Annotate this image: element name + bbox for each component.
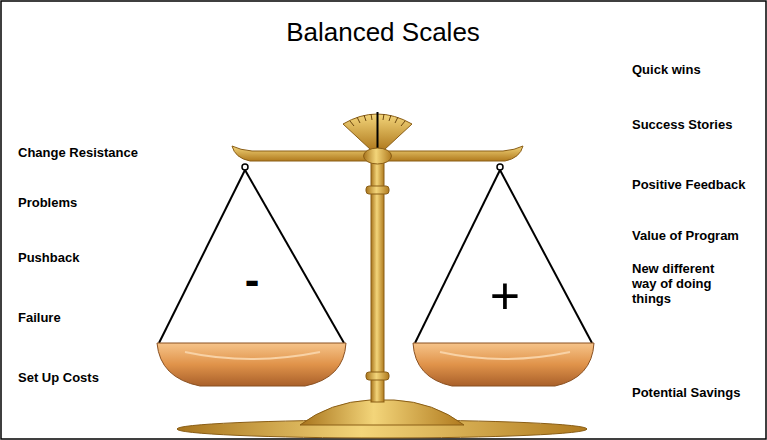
- side-label: Problems: [18, 196, 77, 211]
- pole-collar: [366, 372, 389, 380]
- pan-sign: -: [245, 258, 260, 302]
- side-label: Change Resistance: [18, 146, 138, 161]
- pan-sign: +: [490, 270, 520, 322]
- side-label: Set Up Costs: [18, 371, 99, 386]
- base-dome: [300, 400, 464, 425]
- title: Balanced Scales: [286, 18, 480, 48]
- needle: [377, 112, 379, 150]
- pan-strings: [159, 170, 592, 343]
- side-label: Positive Feedback: [632, 178, 745, 193]
- side-label: Potential Savings: [632, 386, 740, 401]
- pole-collar: [366, 186, 389, 194]
- pan-shine: [440, 352, 570, 359]
- side-label: Success Stories: [632, 118, 732, 133]
- side-label: Value of Program: [632, 229, 739, 244]
- right-pan: [413, 343, 594, 386]
- hook: [242, 164, 248, 170]
- side-label: New different way of doing things: [632, 262, 740, 307]
- side-label: Failure: [18, 311, 61, 326]
- beam-hub: [364, 148, 392, 164]
- side-label: Pushback: [18, 251, 79, 266]
- hook: [497, 164, 503, 170]
- side-label: Quick wins: [632, 63, 701, 78]
- pan-shine: [185, 352, 320, 359]
- left-pan: [157, 343, 346, 386]
